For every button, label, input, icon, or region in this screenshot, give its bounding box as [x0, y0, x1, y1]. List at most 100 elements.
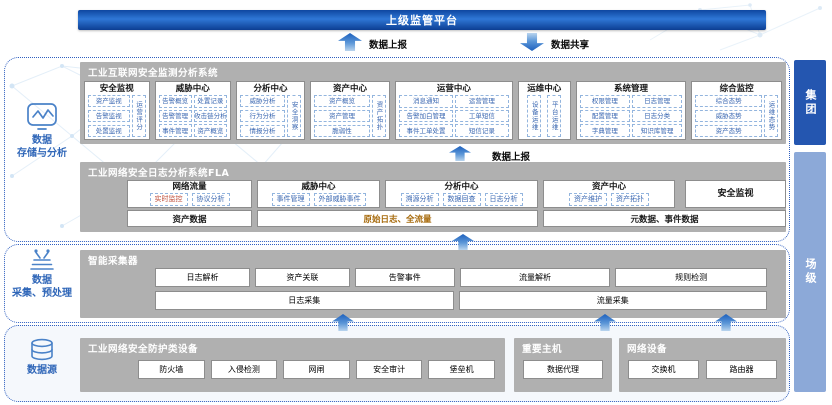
sidebar-label-collect: 数据 采集、预处理 — [2, 274, 82, 300]
sidebar-label-collect-line1: 数据 — [32, 275, 52, 286]
module-item: 告警加白管理 — [399, 109, 453, 123]
fla-module-analysis-center: 分析中心 溯源分析 数据回查 日志分析 — [385, 180, 538, 208]
data-share-down-arrow — [520, 33, 544, 51]
module-item-vertical: 资产拓扑 — [372, 95, 387, 137]
module-item: 字典管理 — [579, 124, 630, 137]
module-item: 资产态势 — [695, 125, 763, 137]
collector-item: 流量采集 — [458, 291, 767, 310]
sidebar-label-collect-line2: 采集、预处理 — [12, 288, 72, 299]
module-item: 资产管理 — [314, 110, 371, 122]
region-data-collection — [4, 244, 790, 323]
module-comprehensive-monitoring: 综合监控 综合态势 威胁态势 资产态势 运维态势 — [691, 81, 783, 140]
module-item: 消息通知 — [399, 95, 453, 108]
module-item: 溯源分析 — [400, 193, 439, 206]
module-item: 工单短信 — [454, 109, 509, 123]
module-item-vertical: 运维态势 — [764, 95, 779, 137]
fla-module-threat-center: 威胁中心 事件管理 外部威胁事件 — [257, 180, 380, 208]
module-item: 知识库管理 — [632, 124, 683, 137]
module-item: 事件工单处置 — [399, 124, 453, 137]
module-item: 资产监视 — [88, 95, 130, 107]
module-item-vertical: 设备运维 — [527, 95, 542, 137]
device-item: 交换机 — [628, 360, 699, 379]
module-item: 事件管理 — [158, 124, 192, 137]
important-hosts-title: 重要主机 — [522, 344, 563, 355]
collector-item: 告警事件 — [354, 268, 455, 287]
device-item: 入侵检测 — [210, 360, 278, 379]
device-item: 安全审计 — [355, 360, 423, 379]
module-item: 权限管理 — [579, 95, 630, 108]
module-item: 事件管理 — [271, 193, 310, 206]
collector-item: 资产关联 — [254, 268, 350, 287]
module-title: 威胁中心 — [301, 182, 336, 192]
monitor-system-title: 工业互联网安全监测分析系统 — [88, 68, 219, 79]
module-item: 资产维护 — [569, 193, 607, 206]
module-item-vertical: 运营评分 — [131, 95, 146, 137]
network-devices-title: 网络设备 — [627, 344, 668, 355]
module-asset-center: 资产中心 资产概览 资产管理 脆弱性 资产拓扑 — [310, 81, 391, 140]
module-item-vertical: 安全洞察 — [287, 95, 302, 137]
module-title: 威胁中心 — [175, 84, 210, 94]
module-item: 处置监视 — [88, 125, 130, 137]
fla-module-asset-center: 资产中心 资产维护 资产拓扑 — [543, 180, 675, 208]
module-ops-maintenance-center: 运维中心 设备运维 平台运维 — [517, 81, 571, 140]
data-report-up-arrow — [338, 33, 362, 51]
sidebar-label-storage-line1: 数据 — [32, 135, 52, 146]
module-item: 配置管理 — [579, 109, 630, 123]
network-devices-section: 网络设备 交换机 路由器 — [619, 338, 786, 392]
fla-module-security-watch: 安全监视 — [685, 180, 786, 208]
module-item: 日志分类 — [632, 109, 683, 123]
module-title: 安全监视 — [717, 189, 754, 199]
database-icon — [28, 338, 56, 362]
fla-data-asset: 资产数据 — [127, 210, 252, 227]
protect-devices-row: 防火墙 入侵检测 网闸 安全审计 堡垒机 — [138, 360, 495, 379]
monitor-modules-row: 安全监视 资产监视 告警监视 处置监视 运营评分 威胁中心 告警概览 处置记录 … — [84, 81, 783, 140]
sidebar-label-storage-line2: 存储与分析 — [17, 148, 67, 159]
module-title: 综合监控 — [719, 84, 754, 94]
data-report-label: 数据上报 — [369, 40, 408, 51]
smart-collector-title: 智能采集器 — [88, 256, 139, 267]
module-item: 告警监视 — [88, 110, 130, 122]
module-title: 资产中心 — [333, 84, 368, 94]
level-bar-group: 集团 — [794, 60, 826, 145]
module-item: 综合态势 — [695, 95, 763, 107]
important-hosts-section: 重要主机 数据代理 — [514, 338, 612, 392]
collector-item: 流量解析 — [459, 268, 611, 287]
module-item: 处置记录 — [193, 95, 227, 108]
module-item: 攻击链分析 — [193, 109, 227, 123]
device-item: 堡垒机 — [428, 360, 495, 379]
collector-row2: 日志采集 流量采集 — [155, 291, 767, 310]
protect-devices-title: 工业网络安全防护类设备 — [88, 344, 199, 355]
module-item: 情报分析 — [239, 125, 286, 137]
module-threat-center: 威胁中心 告警概览 处置记录 告警管理 攻击链分析 事件管理 资产概览 — [154, 81, 231, 140]
module-title: 系统管理 — [613, 84, 648, 94]
module-item: 威胁态势 — [695, 110, 763, 122]
module-system-management: 系统管理 权限管理 日志管理 配置管理 日志分类 字典管理 知识库管理 — [575, 81, 687, 140]
module-item: 告警概览 — [158, 95, 192, 108]
module-item: 数据回查 — [442, 193, 481, 206]
fla-system-section: 工业网络安全日志分析系统FLA 网络流量 实时监控 协议分析 威胁中心 事件管理… — [80, 162, 786, 232]
module-item: 协议分析 — [191, 193, 230, 206]
module-title: 网络流量 — [172, 182, 207, 192]
protect-devices-section: 工业网络安全防护类设备 防火墙 入侵检测 网闸 安全审计 堡垒机 — [80, 338, 505, 392]
module-item: 日志分析 — [484, 193, 523, 206]
device-item: 网闸 — [283, 360, 350, 379]
superior-platform-bar: 上级监管平台 — [78, 10, 766, 30]
module-item: 外部威胁事件 — [313, 193, 366, 206]
important-hosts-row: 数据代理 — [523, 360, 603, 379]
module-item: 告警管理 — [158, 109, 192, 123]
level-bar-site: 场级 — [794, 152, 826, 392]
device-item: 防火墙 — [138, 360, 205, 379]
module-item-vertical: 平台运维 — [547, 95, 562, 137]
device-item: 数据代理 — [523, 360, 603, 379]
collector-item: 规则检测 — [615, 268, 767, 287]
collector-icon — [28, 248, 56, 274]
fla-module-network-traffic: 网络流量 实时监控 协议分析 — [127, 180, 252, 208]
collector-item: 日志解析 — [155, 268, 250, 287]
sidebar-label-source: 数据源 — [27, 365, 57, 376]
fla-system-title: 工业网络安全日志分析系统FLA — [88, 168, 230, 179]
device-item: 路由器 — [706, 360, 777, 379]
region-data-storage-analysis — [4, 57, 790, 242]
module-title: 运营中心 — [436, 84, 471, 94]
module-operation-center: 运营中心 消息通知 运营管理 告警加白管理 工单短信 事件工单处置 短信记录 — [395, 81, 513, 140]
